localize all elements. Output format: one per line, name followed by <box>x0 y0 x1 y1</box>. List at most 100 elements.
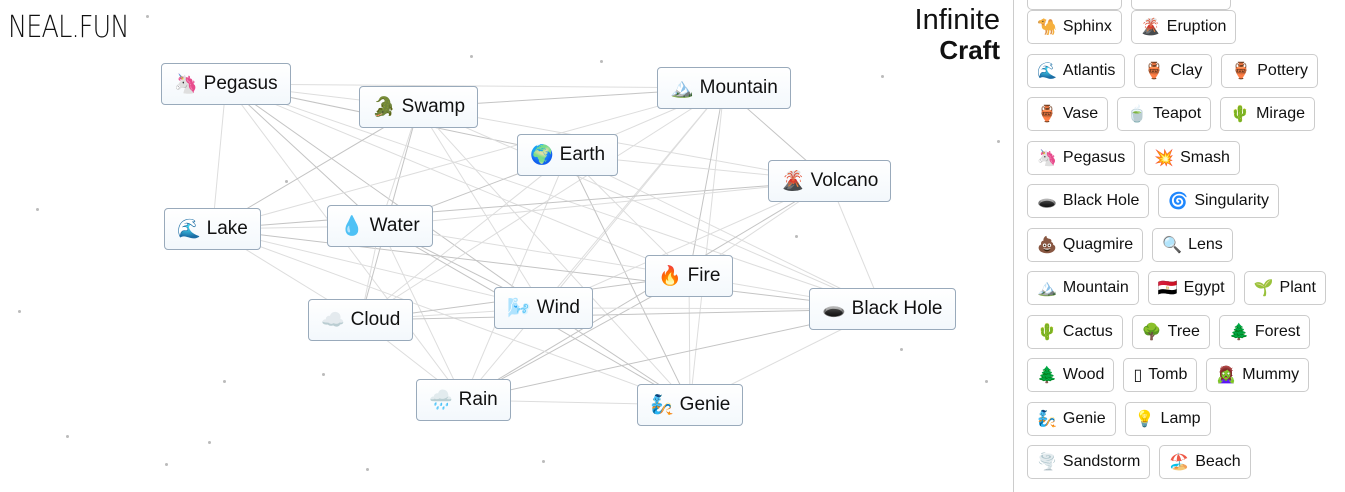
item-label: Lens <box>1188 235 1223 253</box>
canvas-node-swamp[interactable]: 🐊Swamp <box>359 86 479 128</box>
background-particle <box>470 55 473 58</box>
item-label: Smash <box>1180 148 1230 166</box>
volcano-emoji-icon: 🌋 <box>781 171 805 192</box>
sidebar-item-wood[interactable]: 🌲Wood <box>1027 358 1115 392</box>
item-label: Forest <box>1254 322 1301 340</box>
canvas-node-cloud[interactable]: ☁️Cloud <box>308 299 414 341</box>
sidebar-item-lamp[interactable]: 💡 Lamp <box>1124 401 1211 436</box>
node-label: Lake <box>206 218 248 239</box>
sidebar-item-mountain[interactable]: 🏔️Mountain <box>1027 271 1139 305</box>
sidebar-row: 🌊Atlantis🏺Clay 🏺 Pottery <box>1027 53 1318 88</box>
item-label: Quagmire <box>1062 235 1134 253</box>
sidebar-item-teapot[interactable]: 🍵 Teapot <box>1117 97 1212 131</box>
background-particle <box>997 140 1000 143</box>
sidebar-item-sphinx[interactable]: 🐪Sphinx <box>1027 10 1122 44</box>
node-label: Earth <box>559 144 606 165</box>
sidebar-item-egypt[interactable]: 🇪🇬Egypt <box>1147 271 1235 305</box>
item-emoji-icon: 🏺 <box>1231 62 1252 80</box>
connection-line <box>379 225 464 401</box>
infinite-craft-logo: Infinite Craft <box>915 6 1000 65</box>
neal-fun-logo[interactable]: NEAL.FUN <box>8 10 129 45</box>
canvas-node-pegasus[interactable]: 🦄Pegasus <box>161 63 291 105</box>
item-emoji-icon: 🕳️ <box>1037 193 1057 210</box>
cloud-emoji-icon: ☁️ <box>321 310 345 331</box>
node-label: Fire <box>687 265 721 286</box>
item-emoji-icon: 🏖️ <box>1169 454 1190 471</box>
sidebar-row: 💩Quagmire🔍Lens <box>1027 227 1233 262</box>
sidebar-item-atlantis[interactable]: 🌊Atlantis <box>1027 53 1126 88</box>
sidebar-row: 🏺Vase 🍵 Teapot 🌵Mirage <box>1027 97 1315 131</box>
connection-line <box>418 106 883 310</box>
sidebar-item-lens[interactable]: 🔍Lens <box>1152 227 1233 262</box>
canvas-node-genie[interactable]: 🧞Genie <box>637 384 744 426</box>
canvas-node-water[interactable]: 💧Water <box>327 205 433 247</box>
item-emoji-icon: 🌪️ <box>1037 454 1057 471</box>
sidebar-item-smash[interactable]: 💥 Smash <box>1144 140 1240 175</box>
sidebar-item-tree[interactable]: 🌳Tree <box>1131 314 1210 349</box>
background-particle <box>795 235 798 238</box>
title-line2: Craft <box>939 35 1000 65</box>
sidebar-item-pegasus[interactable]: 🦄Pegasus <box>1027 140 1136 175</box>
item-label: Teapot <box>1153 105 1202 122</box>
connection-line <box>543 180 830 309</box>
rain-emoji-icon: 🌧️ <box>429 390 453 411</box>
sidebar-item-mummy[interactable]: 🧟‍♀️Mummy <box>1206 358 1310 392</box>
fire-emoji-icon: 🔥 <box>658 266 682 287</box>
sidebar-item-tomb[interactable]: ▯Tomb <box>1123 358 1198 392</box>
sidebar-item-genie[interactable]: 🧞Genie <box>1027 401 1116 436</box>
item-label: Singularity <box>1194 192 1270 209</box>
canvas-node-volcano[interactable]: 🌋Volcano <box>768 160 892 202</box>
item-label: Plant <box>1279 279 1316 296</box>
sidebar-item-quagmire[interactable]: 💩Quagmire <box>1027 227 1144 262</box>
craft-canvas[interactable]: NEAL.FUN Infinite Craft 🦄Pegasus 🐊Swamp 🏔️… <box>0 0 1013 492</box>
item-label: Tree <box>1167 322 1200 340</box>
sidebar-item-singularity[interactable]: 🌀Singularity <box>1158 184 1280 218</box>
item-emoji-icon: 🌲 <box>1037 367 1057 384</box>
elements-sidebar[interactable]: 🐪Sphinx🌋Eruption🌊Atlantis🏺Clay 🏺 Pottery 🏺V… <box>1013 0 1345 492</box>
connection-line <box>418 106 830 182</box>
item-label: Lamp <box>1160 409 1201 427</box>
canvas-node-mountain[interactable]: 🏔️Mountain <box>657 67 791 109</box>
item-emoji-icon: 🏔️ <box>1037 280 1057 297</box>
sidebar-item-clay[interactable]: 🏺Clay <box>1134 53 1213 88</box>
sidebar-item-forest[interactable]: 🌲 Forest <box>1218 314 1311 349</box>
item-label: Vase <box>1062 105 1099 122</box>
sidebar-item-eruption[interactable]: 🌋Eruption <box>1130 10 1237 44</box>
item-emoji-icon: 💡 <box>1134 410 1155 428</box>
earth-emoji-icon: 🌍 <box>530 145 554 166</box>
background-particle <box>542 460 545 463</box>
item-emoji-icon: 🍵 <box>1127 106 1148 123</box>
sidebar-item-pottery[interactable]: 🏺 Pottery <box>1221 53 1318 88</box>
item-label: Mirage <box>1256 105 1305 122</box>
node-label: Genie <box>679 394 731 415</box>
mountain-emoji-icon: 🏔️ <box>670 78 694 99</box>
sidebar-row: 🌪️Sandstorm🏖️Beach <box>1027 445 1251 479</box>
sidebar-item-plant[interactable]: 🌱Plant <box>1243 271 1326 305</box>
canvas-node-wind[interactable]: 🌬️Wind <box>494 287 593 329</box>
item-emoji-icon: 🌵 <box>1037 323 1057 341</box>
connection-line <box>418 106 544 309</box>
item-emoji-icon: 💥 <box>1154 149 1175 167</box>
canvas-node-rain[interactable]: 🌧️Rain <box>416 379 511 421</box>
item-label: Pottery <box>1257 61 1308 79</box>
item-label: Tomb <box>1148 366 1188 383</box>
sidebar-item-beach[interactable]: 🏖️Beach <box>1159 445 1251 479</box>
sidebar-row: 🕳️Black Hole🌀Singularity <box>1027 184 1280 218</box>
connection-line <box>225 83 690 277</box>
sidebar-item-vase[interactable]: 🏺Vase <box>1027 97 1109 131</box>
sidebar-item-black-hole[interactable]: 🕳️Black Hole <box>1027 184 1150 218</box>
canvas-node-earth[interactable]: 🌍Earth <box>517 134 619 176</box>
node-label: Black Hole <box>851 298 943 319</box>
node-label: Volcano <box>810 170 879 191</box>
background-particle <box>322 373 325 376</box>
sidebar-item-mirage[interactable]: 🌵Mirage <box>1220 97 1315 131</box>
canvas-node-fire[interactable]: 🔥Fire <box>645 255 734 297</box>
canvas-node-lake[interactable]: 🌊Lake <box>164 208 261 250</box>
connection-line <box>688 275 691 406</box>
canvas-node-blackhole[interactable]: 🕳️Black Hole <box>809 288 956 330</box>
item-emoji-icon: 🌲 <box>1228 323 1249 341</box>
water-emoji-icon: 💧 <box>340 216 364 237</box>
sidebar-item-sandstorm[interactable]: 🌪️Sandstorm <box>1027 445 1151 479</box>
lake-emoji-icon: 🌊 <box>177 219 201 240</box>
sidebar-item-cactus[interactable]: 🌵Cactus <box>1027 314 1123 349</box>
